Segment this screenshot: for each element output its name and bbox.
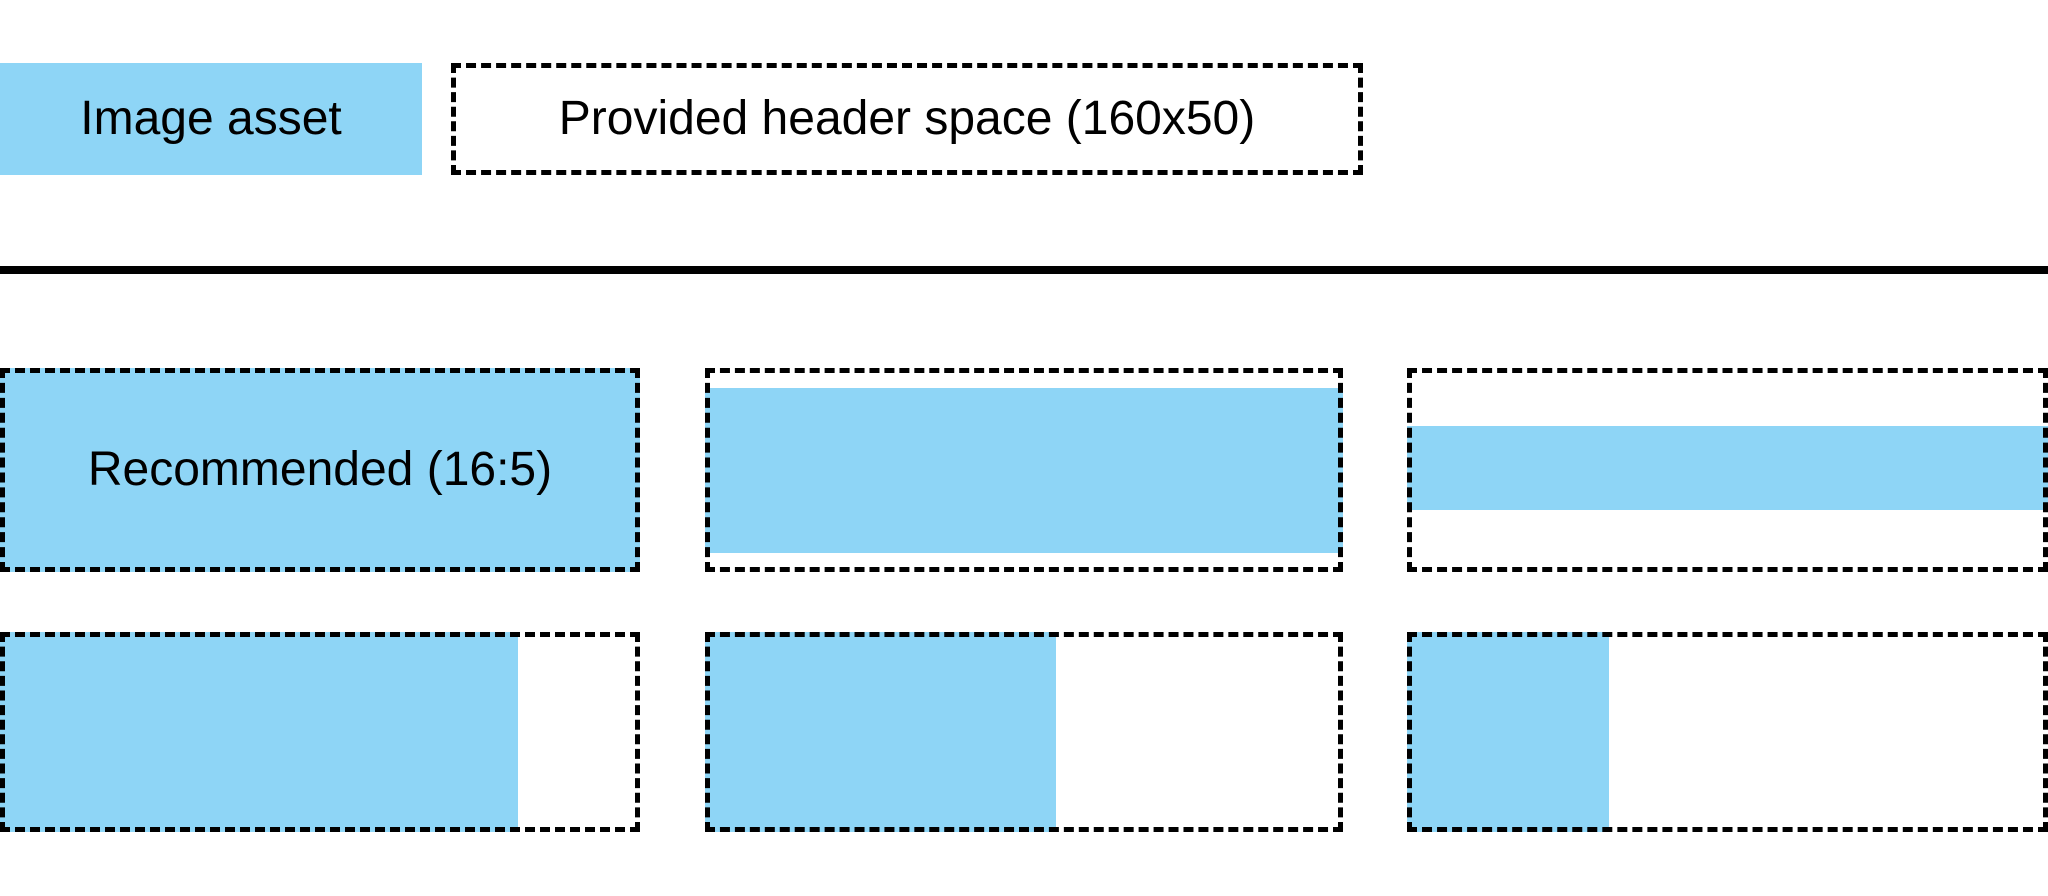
legend-header-space-label: Provided header space (160x50) (558, 92, 1256, 145)
asset-fill (1407, 425, 2048, 510)
section-divider (0, 266, 2048, 274)
asset-fill (1407, 632, 1609, 832)
example-asset-55-width (705, 632, 1343, 832)
legend-header-space-box: Provided header space (160x50) (451, 63, 1363, 175)
legend-image-asset-label: Image asset (80, 92, 342, 145)
example-extra-wide-asset-letterboxed (1407, 368, 2048, 572)
example-asset-81-width (0, 632, 640, 832)
asset-fill (705, 632, 1056, 832)
example-wide-asset-letterboxed (705, 368, 1343, 572)
asset-fill (705, 387, 1343, 554)
example-recommended-16x5: Recommended (16:5) (0, 368, 640, 572)
asset-fill (0, 632, 519, 832)
asset-fill (0, 368, 640, 572)
legend-image-asset-swatch: Image asset (0, 63, 422, 175)
example-asset-31-width (1407, 632, 2048, 832)
recommended-label: Recommended (16:5) (87, 443, 553, 496)
